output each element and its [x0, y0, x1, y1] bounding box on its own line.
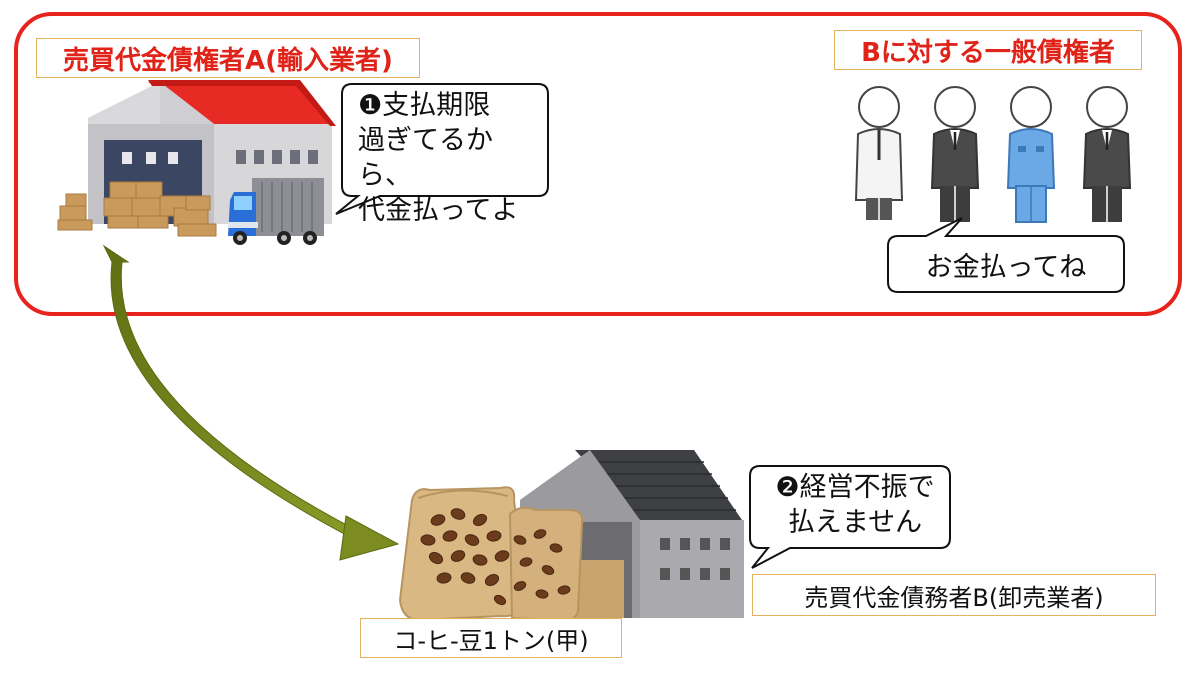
- speech-bubble-b: [749, 465, 951, 569]
- coffee-sack-icon: [398, 486, 584, 622]
- warehouse-gray-roof: [520, 450, 744, 618]
- person-icon: [930, 86, 980, 222]
- truck-icon: [228, 178, 324, 245]
- creditor-group-frame: [14, 12, 1182, 316]
- speech-b-text: ❷経営不振で 払えません: [775, 472, 935, 538]
- person-icon: [1006, 86, 1056, 223]
- person-icon: [854, 86, 904, 220]
- debtor-b-label: 売買代金債務者B(卸売業者): [752, 574, 1156, 616]
- transfer-arrow: [102, 244, 400, 561]
- speech-general-text: お金払ってね: [925, 251, 1087, 283]
- speech-bubble-a: [335, 83, 549, 215]
- person-icon: [1082, 86, 1132, 222]
- creditor-a-label: 売買代金債権者A(輸入業者): [36, 38, 420, 78]
- goods-label: コ-ヒ-豆1トン(甲): [360, 618, 622, 658]
- general-creditors-label: Bに対する一般債権者: [834, 30, 1142, 70]
- speech-a-text: ❶支払期限 過ぎてるから、 代金払ってよ: [358, 90, 519, 226]
- speech-bubble-general: [887, 217, 1125, 293]
